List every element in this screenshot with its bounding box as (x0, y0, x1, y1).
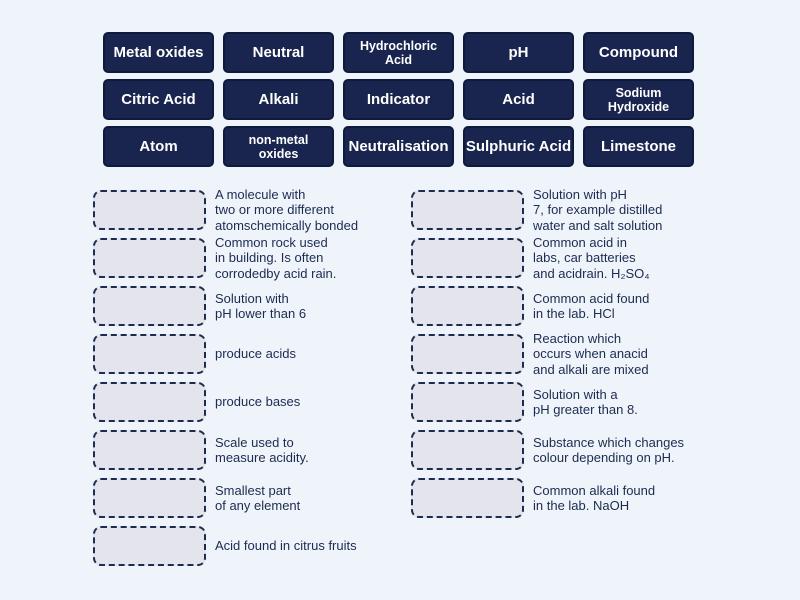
tile-label: Hydrochloric Acid (359, 38, 438, 67)
tile-sodium-hydroxide[interactable]: Sodium Hydroxide (583, 79, 694, 120)
match-row: produce acids (93, 334, 358, 374)
tile-atom[interactable]: Atom (103, 126, 214, 167)
answer-drop-slot[interactable] (411, 238, 524, 278)
definition-text: Reaction which occurs when anacid and al… (533, 330, 649, 377)
tile-label: Neutral (252, 43, 305, 61)
tile-label: Alkali (258, 90, 299, 108)
tile-alkali[interactable]: Alkali (223, 79, 334, 120)
match-row: Solution with a pH greater than 8. (411, 382, 684, 422)
match-row: Scale used to measure acidity. (93, 430, 358, 470)
answer-drop-slot[interactable] (93, 238, 206, 278)
definition-text: Scale used to measure acidity. (215, 434, 309, 466)
answer-drop-slot[interactable] (93, 286, 206, 326)
definition-text: Common acid in labs, car batteries and a… (533, 234, 650, 281)
tile-limestone[interactable]: Limestone (583, 126, 694, 167)
tile-sulphuric-acid[interactable]: Sulphuric Acid (463, 126, 574, 167)
definition-text: Solution with pH 7, for example distille… (533, 186, 663, 233)
tile-label: pH (508, 43, 529, 61)
answer-drop-slot[interactable] (93, 382, 206, 422)
match-column-left: A molecule with two or more different at… (93, 187, 358, 574)
answer-drop-slot[interactable] (93, 526, 206, 566)
tile-label: Indicator (366, 90, 431, 108)
tile-label: Compound (598, 43, 679, 61)
tile-label: Atom (139, 137, 178, 155)
definition-text: Common rock used in building. Is often c… (215, 234, 337, 281)
tile-label: Sodium Hydroxide (607, 85, 670, 114)
answer-drop-slot[interactable] (93, 334, 206, 374)
tile-acid[interactable]: Acid (463, 79, 574, 120)
match-row: Solution with pH 7, for example distille… (411, 187, 684, 233)
answer-drop-slot[interactable] (411, 334, 524, 374)
answer-drop-slot[interactable] (93, 430, 206, 470)
match-row: Acid found in citrus fruits (93, 526, 358, 566)
tile-non-metal-oxides[interactable]: non-metal oxides (223, 126, 334, 167)
definition-text: Common alkali found in the lab. NaOH (533, 482, 656, 514)
tile-label: Neutralisation (348, 137, 449, 155)
definition-text: produce acids (215, 346, 296, 362)
match-row: produce bases (93, 382, 358, 422)
definition-text: Acid found in citrus fruits (215, 538, 357, 554)
tile-neutralisation[interactable]: Neutralisation (343, 126, 454, 167)
match-row: Common alkali found in the lab. NaOH (411, 478, 684, 518)
answer-drop-slot[interactable] (411, 430, 524, 470)
tile-label: Acid (502, 90, 535, 108)
term-tile-bank: Metal oxides Neutral Hydrochloric Acid p… (103, 32, 694, 167)
answer-drop-slot[interactable] (93, 478, 206, 518)
definition-text: A molecule with two or more different at… (215, 186, 359, 233)
tile-ph[interactable]: pH (463, 32, 574, 73)
answer-drop-slot[interactable] (411, 382, 524, 422)
tile-label: Sulphuric Acid (465, 137, 572, 155)
tile-neutral[interactable]: Neutral (223, 32, 334, 73)
match-column-right: Solution with pH 7, for example distille… (411, 187, 684, 526)
tile-citric-acid[interactable]: Citric Acid (103, 79, 214, 120)
definition-text: Solution with pH lower than 6 (215, 290, 307, 322)
match-row: Reaction which occurs when anacid and al… (411, 331, 684, 377)
match-row: Common rock used in building. Is often c… (93, 235, 358, 281)
definition-text: Common acid found in the lab. HCl (533, 290, 650, 322)
tile-label: non-metal oxides (248, 132, 309, 161)
tile-indicator[interactable]: Indicator (343, 79, 454, 120)
tile-label: Citric Acid (121, 90, 196, 108)
match-row: Smallest part of any element (93, 478, 358, 518)
answer-drop-slot[interactable] (411, 190, 524, 230)
match-row: Common acid found in the lab. HCl (411, 286, 684, 326)
answer-drop-slot[interactable] (411, 478, 524, 518)
match-row: Common acid in labs, car batteries and a… (411, 235, 684, 281)
definition-text: Solution with a pH greater than 8. (533, 386, 638, 418)
match-row: Substance which changes colour depending… (411, 430, 684, 470)
tile-metal-oxides[interactable]: Metal oxides (103, 32, 214, 73)
tile-label: Limestone (600, 137, 676, 155)
definition-text: Substance which changes colour depending… (533, 434, 685, 466)
tile-hydrochloric-acid[interactable]: Hydrochloric Acid (343, 32, 454, 73)
match-row: Solution with pH lower than 6 (93, 286, 358, 326)
definition-text: Smallest part of any element (215, 482, 301, 514)
tile-label: Metal oxides (113, 43, 204, 61)
tile-compound[interactable]: Compound (583, 32, 694, 73)
answer-drop-slot[interactable] (411, 286, 524, 326)
match-row: A molecule with two or more different at… (93, 187, 358, 233)
definition-text: produce bases (215, 394, 301, 410)
answer-drop-slot[interactable] (93, 190, 206, 230)
